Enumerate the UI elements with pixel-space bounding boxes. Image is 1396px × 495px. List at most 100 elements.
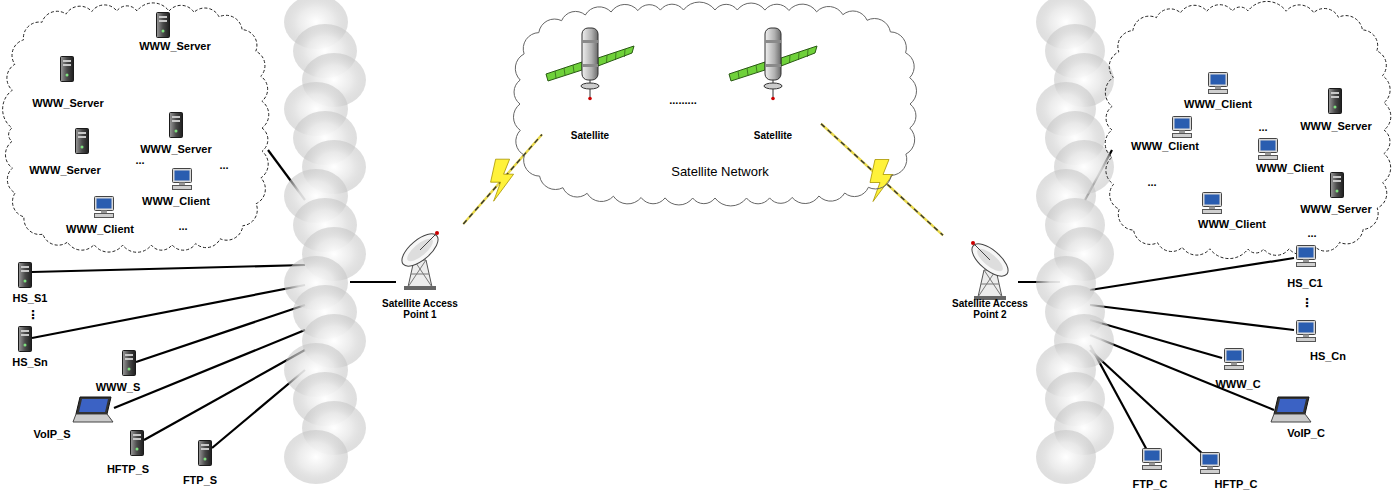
server-icon [18, 326, 32, 352]
server-icon [156, 12, 170, 38]
panel-cell-line [615, 52, 617, 60]
solar-panel [729, 62, 765, 81]
cloud-border [1105, 1, 1391, 258]
cloud-text: ... [178, 220, 187, 233]
cloud-text: ... [1258, 121, 1267, 134]
host-node: HS_C1 [1285, 243, 1324, 291]
drive-bay [1333, 180, 1341, 182]
node-label: WWW_Client [1256, 162, 1324, 175]
server-case [170, 113, 183, 138]
node-label: WWW_Server [29, 164, 101, 177]
panel-cell-line [807, 49, 809, 57]
laptop-icon [1270, 396, 1312, 424]
server-icon [169, 112, 183, 138]
host-node: WWW_Server [138, 110, 214, 157]
access-point: Satellite Access Point 2 [943, 234, 1037, 323]
drive-bay [78, 136, 86, 138]
desktop-icon [1294, 320, 1318, 342]
power-led [1334, 106, 1337, 109]
node-label: Satellite [571, 130, 609, 142]
cloud-text: ... [135, 154, 144, 167]
host-node: HFTP_S [105, 428, 151, 477]
dish-feed [974, 244, 990, 260]
antenna-tip [771, 97, 775, 101]
node-label: HFTP_C [1215, 478, 1258, 491]
power-led [66, 74, 69, 77]
node-label: WWW_Client [142, 195, 210, 208]
antenna-feed [590, 89, 591, 97]
monitor-screen [1174, 119, 1189, 129]
drive-bay [159, 20, 167, 22]
desktop-icon [1170, 116, 1194, 138]
host-node: HS_Sn [10, 324, 49, 370]
power-led [24, 344, 27, 347]
node-label: WWW_Client [1131, 140, 1199, 153]
server-case [19, 327, 32, 352]
monitor-screen [174, 171, 189, 181]
host-node: WWW_Client [1196, 190, 1268, 232]
panel-cell-line [606, 55, 608, 63]
satellite-body [582, 28, 598, 80]
server-case [1329, 89, 1342, 114]
node-label: HS_C1 [1287, 277, 1322, 290]
antenna-dish [581, 83, 599, 89]
host-node: FTP_S [181, 438, 219, 488]
drive-bay [21, 330, 29, 332]
body-band [582, 40, 598, 43]
laptop-screen [1277, 399, 1306, 412]
access-network-cloud [284, 0, 1114, 484]
node-label: FTP_S [183, 474, 217, 487]
monitor-screen [1203, 455, 1218, 465]
host-node: WWW_Client [64, 194, 136, 237]
laptop-screen [79, 399, 108, 412]
dishR-icon [962, 236, 1018, 300]
monitor-frame [1225, 349, 1244, 363]
cloud-text: ......... [669, 94, 697, 107]
node-label: HS_Cn [1310, 350, 1346, 363]
wire [136, 305, 305, 362]
computer-base [1202, 210, 1221, 214]
monitor-frame [1172, 117, 1191, 131]
cloud-border [513, 2, 916, 206]
server-icon [60, 56, 74, 82]
server-case [157, 13, 170, 38]
drive-bay [201, 448, 209, 450]
drive-bay [125, 358, 133, 360]
power-led [1336, 190, 1339, 193]
ellipsis-mark: ⋮ [1301, 297, 1313, 311]
drive-bay [21, 270, 29, 272]
dish-bowl [397, 228, 444, 272]
drive-bay [63, 60, 71, 62]
monitor-frame [1259, 139, 1278, 153]
node-label: FTP_C [1133, 478, 1168, 491]
desktop-icon [1140, 448, 1164, 470]
drive-bay [125, 354, 133, 356]
solar-panel [781, 46, 817, 66]
panel-cell-line [624, 49, 626, 57]
panel-cell-line [738, 71, 739, 78]
computer-base [1201, 470, 1220, 474]
server-case [61, 57, 74, 82]
computer-base [1172, 134, 1191, 138]
monitor-frame [1201, 453, 1220, 467]
tower-base [404, 286, 436, 290]
drive-bay [1333, 176, 1341, 178]
node-label: WWW_S [96, 381, 141, 394]
monitor-frame [94, 197, 113, 211]
access-wires [32, 150, 1294, 456]
dish-bowl [967, 238, 1014, 282]
monitor-screen [96, 199, 111, 209]
antenna-feed [773, 89, 774, 97]
ellipsis-mark: ⋮ [27, 309, 39, 323]
drive-bay [159, 16, 167, 18]
cloud-puff [284, 430, 348, 484]
monitor-frame [172, 169, 191, 183]
antenna-tip [588, 97, 592, 101]
desktop-icon [1206, 72, 1230, 94]
wire [1090, 335, 1274, 410]
node-label: WWW_Server [1300, 120, 1372, 133]
desktop-icon [1198, 452, 1222, 474]
monitor-frame [1297, 321, 1316, 335]
panel-cell-line [564, 68, 565, 75]
panel-cell-line [798, 52, 800, 60]
